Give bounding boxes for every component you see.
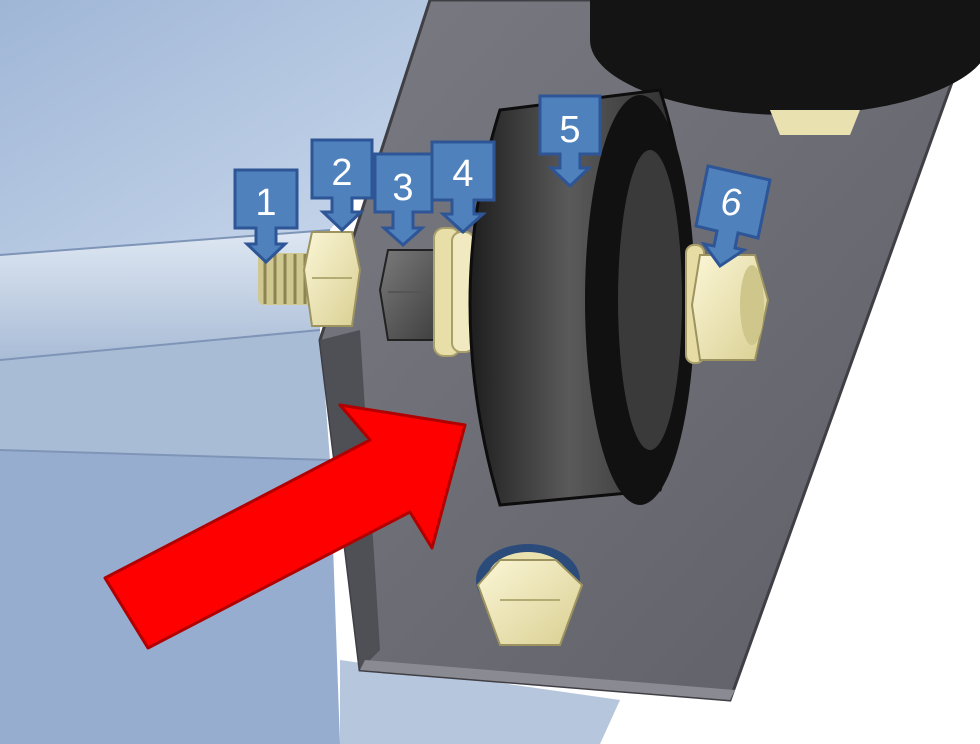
callout-4: 4 <box>430 140 496 235</box>
callout-label-4: 4 <box>452 153 473 195</box>
lower-lock-nut <box>476 544 584 646</box>
callout-3: 3 <box>373 152 434 248</box>
washers <box>433 227 475 357</box>
callout-label-2: 2 <box>331 152 352 194</box>
inner-nut <box>685 244 770 364</box>
callout-label-5: 5 <box>559 109 580 151</box>
callout-1: 1 <box>233 168 299 265</box>
callout-label-1: 1 <box>255 182 276 224</box>
callout-label-3: 3 <box>392 167 413 209</box>
outer-nut <box>302 231 362 327</box>
callout-label-6: 6 <box>720 182 742 224</box>
callout-5: 5 <box>538 94 602 189</box>
callout-6: 6 <box>694 164 772 269</box>
roller <box>468 88 695 507</box>
red-arrow <box>103 403 467 650</box>
callout-2: 2 <box>310 138 374 233</box>
upper-wheel <box>590 0 980 135</box>
